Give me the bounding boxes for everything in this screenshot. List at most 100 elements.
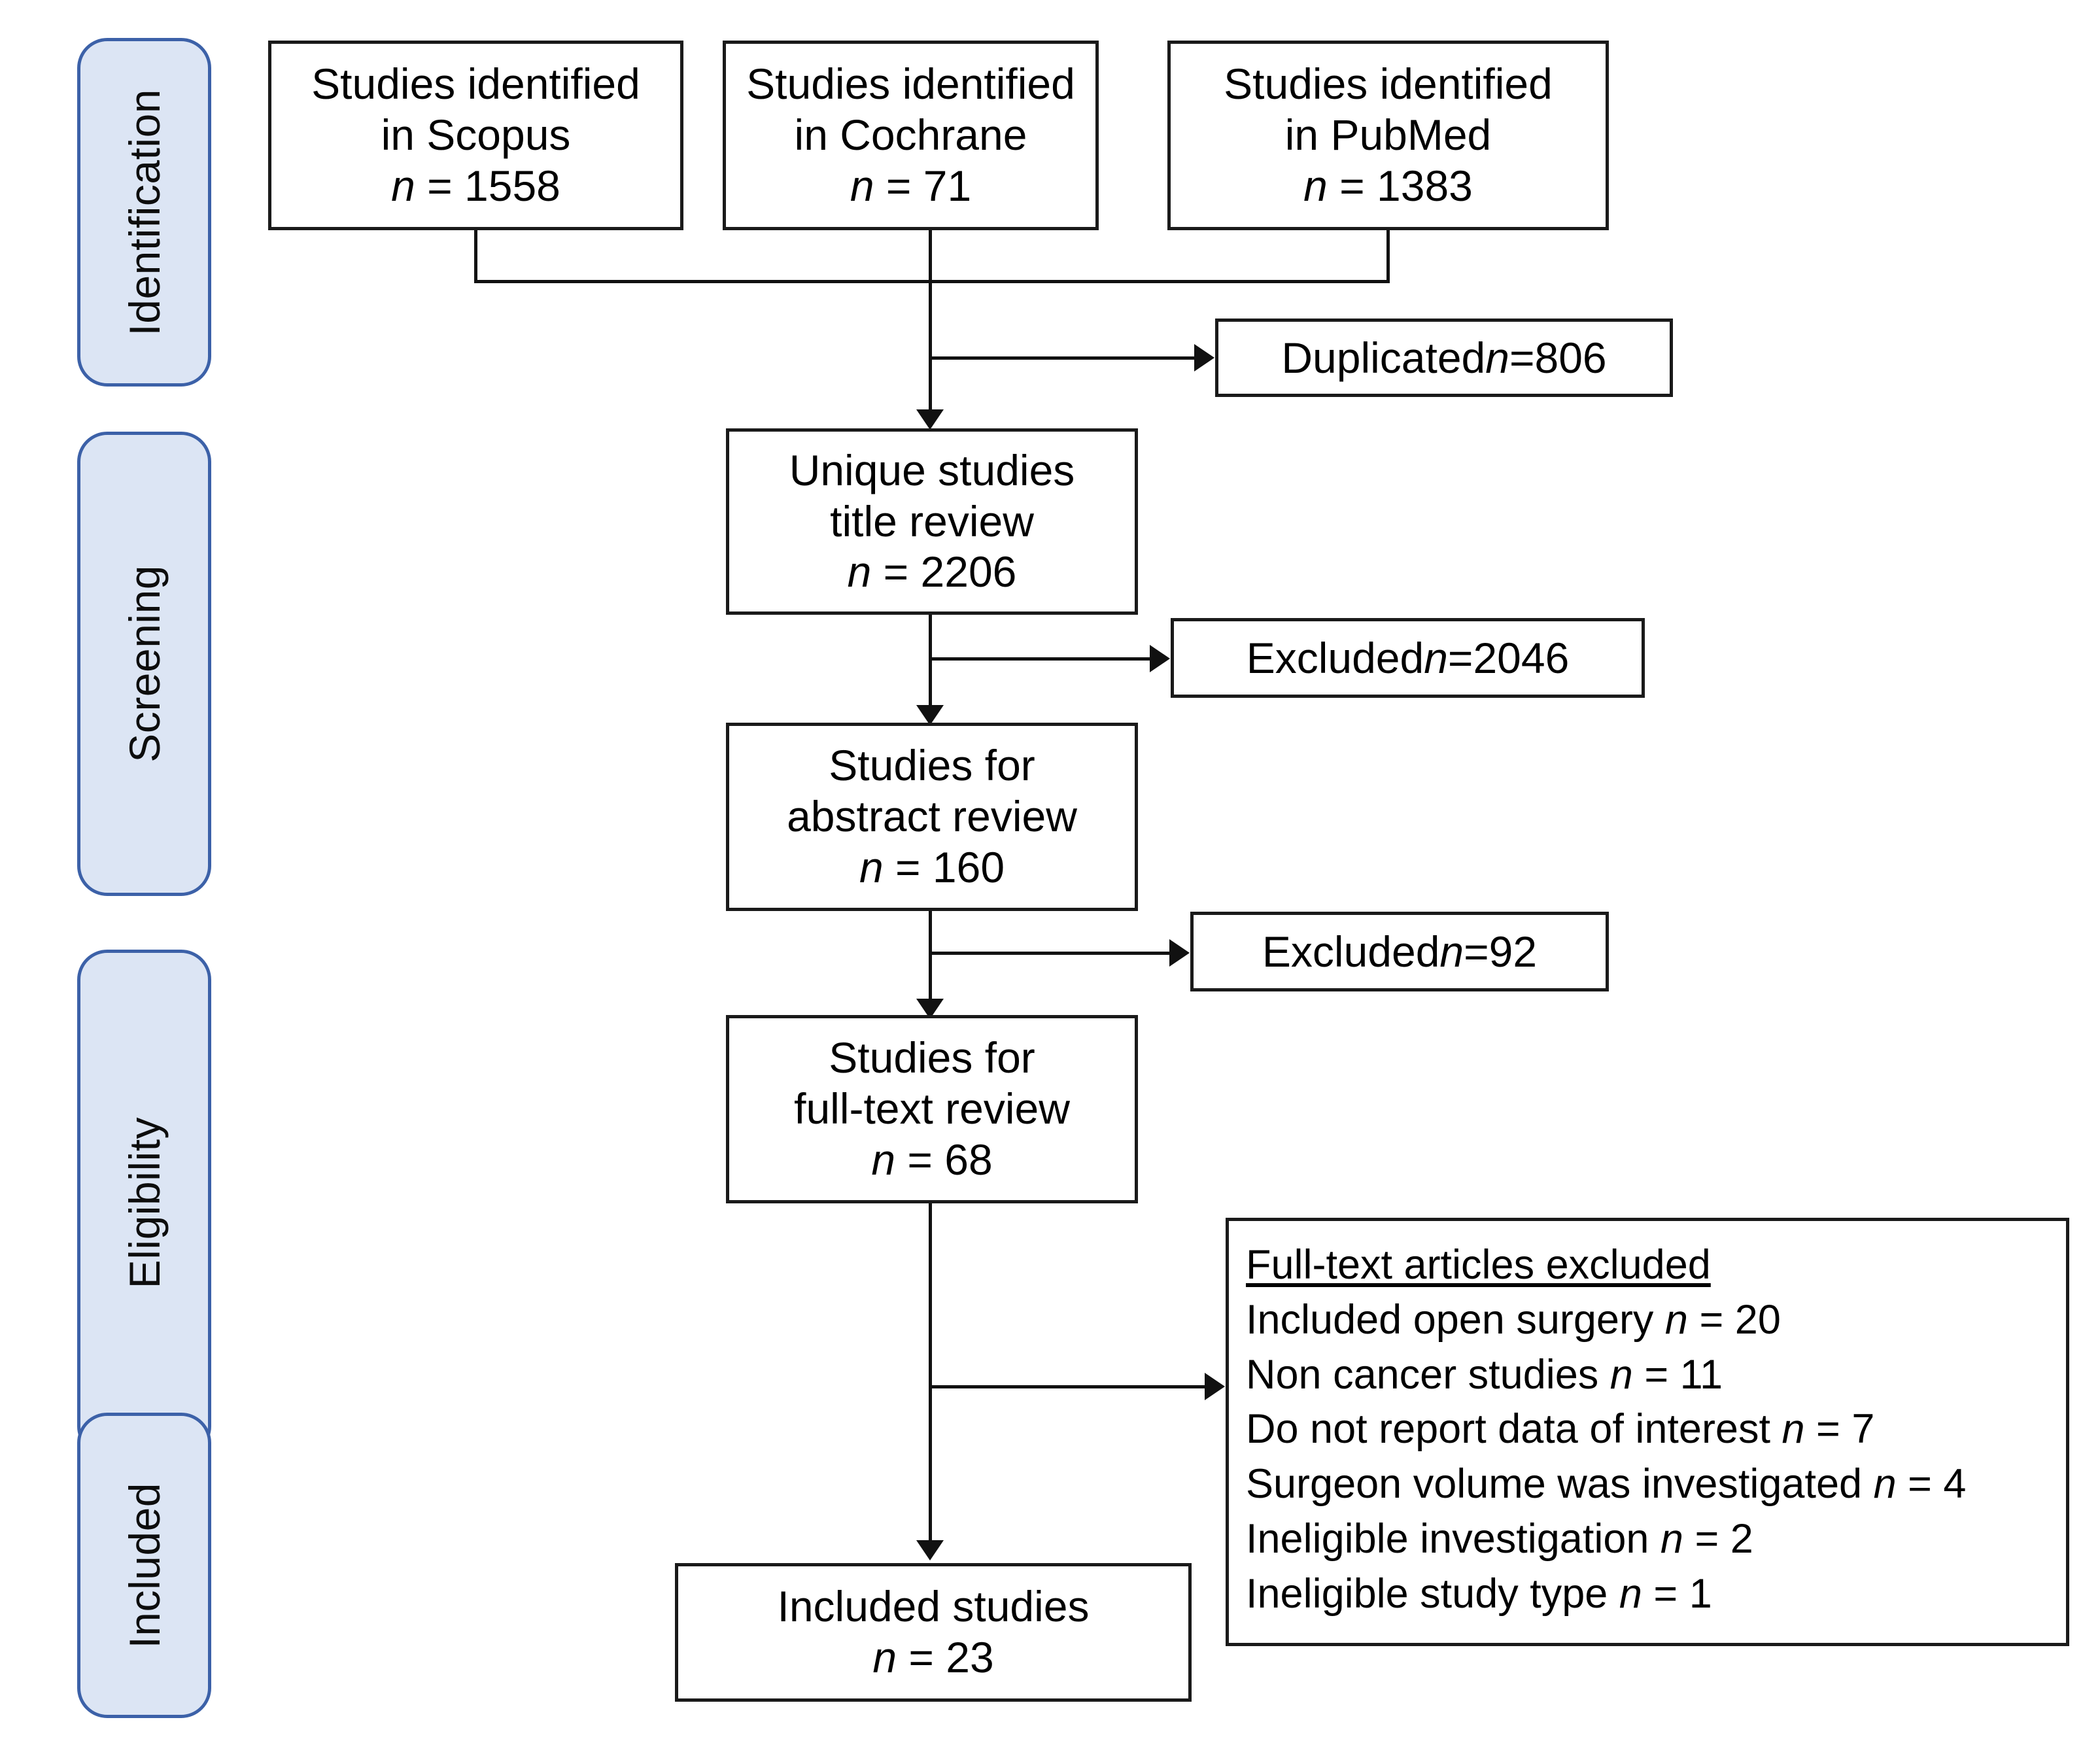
connector-to-excluded-abstract <box>929 952 1171 955</box>
n-value: 806 <box>1534 334 1607 382</box>
n-equals: = <box>1642 1570 1689 1617</box>
included-studies-count: n = 23 <box>872 1632 993 1683</box>
stage-tab-screening-label: Screening <box>120 565 169 763</box>
reason-text: Ineligible study type <box>1246 1570 1619 1617</box>
n-equals: = <box>1683 1515 1730 1562</box>
source-box-pubmed-line1: Studies identified <box>1224 60 1553 109</box>
n-equals: = <box>1687 1296 1735 1343</box>
n-equals: = <box>874 161 923 210</box>
n-equals: = <box>1632 1351 1680 1398</box>
title-review-count: n = 2206 <box>848 547 1017 598</box>
connector-scopus-down <box>474 230 477 281</box>
n-value: 23 <box>946 1633 994 1681</box>
duplicated-box[interactable]: Duplicated n = 806 <box>1215 319 1673 397</box>
connector-fulltext-to-included <box>929 1203 932 1543</box>
n-equals: = <box>897 1633 946 1681</box>
n-italic: n <box>1873 1461 1897 1507</box>
fulltext-review-line2: full-text review <box>794 1084 1070 1133</box>
stage-tab-identification[interactable]: Identification <box>77 38 211 387</box>
arrow-into-title-review <box>916 409 944 430</box>
included-studies-line1: Included studies <box>777 1582 1090 1631</box>
reason-text: Non cancer studies <box>1246 1351 1610 1398</box>
fulltext-excluded-reason-3: Do not report data of interest n = 7 <box>1246 1402 2066 1457</box>
connector-to-duplicated <box>929 356 1196 360</box>
n-italic: n <box>1660 1515 1683 1562</box>
source-box-pubmed[interactable]: Studies identified in PubMed n = 1383 <box>1167 41 1609 230</box>
n-italic: n <box>871 1135 896 1184</box>
title-review-box[interactable]: Unique studies title review n = 2206 <box>726 428 1138 615</box>
n-equals: = <box>1327 161 1377 210</box>
stage-tab-included-label: Included <box>120 1482 169 1649</box>
n-equals: = <box>415 161 465 210</box>
abstract-review-line2: abstract review <box>787 792 1077 841</box>
arrow-into-abstract-review <box>916 705 944 725</box>
n-value: 1383 <box>1377 161 1473 210</box>
n-value: 4 <box>1943 1461 1967 1507</box>
n-equals: = <box>1464 927 1489 976</box>
fulltext-review-count: n = 68 <box>871 1135 992 1186</box>
n-italic: n <box>859 842 884 891</box>
abstract-review-box[interactable]: Studies for abstract review n = 160 <box>726 723 1138 911</box>
n-italic: n <box>1485 334 1509 382</box>
n-italic: n <box>1619 1570 1642 1617</box>
source-box-scopus-count: n = 1558 <box>391 161 560 212</box>
connector-title-to-abstract <box>929 615 932 710</box>
n-italic: n <box>1424 634 1448 682</box>
n-equals: = <box>895 1135 945 1184</box>
fulltext-excluded-reason-1: Included open surgery n = 20 <box>1246 1293 2066 1348</box>
n-value: 2 <box>1730 1515 1753 1562</box>
n-equals: = <box>1896 1461 1944 1507</box>
n-italic: n <box>1782 1406 1805 1453</box>
n-italic: n <box>1439 927 1464 976</box>
n-value: 2206 <box>920 547 1017 596</box>
fulltext-excluded-reason-5: Ineligible investigation n = 2 <box>1246 1512 2066 1567</box>
fulltext-review-line1: Studies for <box>829 1033 1035 1082</box>
stage-tab-identification-label: Identification <box>120 88 169 336</box>
source-box-scopus[interactable]: Studies identified in Scopus n = 1558 <box>268 41 683 230</box>
fulltext-excluded-box[interactable]: Full-text articles excluded Included ope… <box>1226 1218 2069 1646</box>
n-value: 2046 <box>1473 634 1570 682</box>
n-italic: n <box>850 161 874 210</box>
n-equals: = <box>1447 634 1473 682</box>
arrow-into-excluded-title <box>1150 645 1170 672</box>
stage-tab-eligibility-label: Eligibility <box>120 1117 169 1289</box>
stage-tab-included[interactable]: Included <box>77 1413 211 1718</box>
fulltext-excluded-reason-2: Non cancer studies n = 11 <box>1246 1348 2066 1403</box>
reason-text: Do not report data of interest <box>1246 1406 1782 1453</box>
n-value: 92 <box>1489 927 1538 976</box>
n-value: 1558 <box>464 161 560 210</box>
excluded-title-box[interactable]: Excluded n = 2046 <box>1171 618 1645 698</box>
n-value: 1 <box>1689 1570 1712 1617</box>
reason-text: Included open surgery <box>1246 1296 1665 1343</box>
n-equals: = <box>883 842 933 891</box>
source-box-pubmed-line2: in PubMed <box>1284 111 1492 160</box>
connector-abstract-to-fulltext <box>929 911 932 1003</box>
included-studies-box[interactable]: Included studies n = 23 <box>675 1563 1192 1702</box>
source-box-cochrane[interactable]: Studies identified in Cochrane n = 71 <box>723 41 1099 230</box>
n-value: 68 <box>944 1135 993 1184</box>
excluded-title-text: Excluded <box>1246 634 1424 682</box>
n-value: 71 <box>923 161 972 210</box>
stage-tab-eligibility[interactable]: Eligibility <box>77 950 211 1456</box>
fulltext-excluded-reason-4: Surgeon volume was investigated n = 4 <box>1246 1457 2066 1512</box>
excluded-abstract-text: Excluded <box>1262 927 1440 976</box>
connector-pubmed-down <box>1386 230 1390 281</box>
arrow-into-excluded-abstract <box>1169 939 1190 967</box>
n-value: 7 <box>1851 1406 1875 1453</box>
n-italic: n <box>1664 1296 1688 1343</box>
stage-tab-screening[interactable]: Screening <box>77 432 211 896</box>
connector-merge-trunk <box>929 280 932 415</box>
source-box-cochrane-line2: in Cochrane <box>794 111 1027 160</box>
n-italic: n <box>1303 161 1328 210</box>
connector-merge-bar <box>474 280 1390 283</box>
abstract-review-line1: Studies for <box>829 741 1035 790</box>
source-box-cochrane-count: n = 71 <box>850 161 971 212</box>
reason-text: Ineligible investigation <box>1246 1515 1661 1562</box>
excluded-abstract-box[interactable]: Excluded n = 92 <box>1190 912 1609 991</box>
duplicated-text: Duplicated <box>1281 334 1486 382</box>
source-box-scopus-line2: in Scopus <box>381 111 571 160</box>
fulltext-review-box[interactable]: Studies for full-text review n = 68 <box>726 1015 1138 1203</box>
arrow-into-fulltext-excluded <box>1205 1373 1225 1400</box>
n-italic: n <box>391 161 415 210</box>
